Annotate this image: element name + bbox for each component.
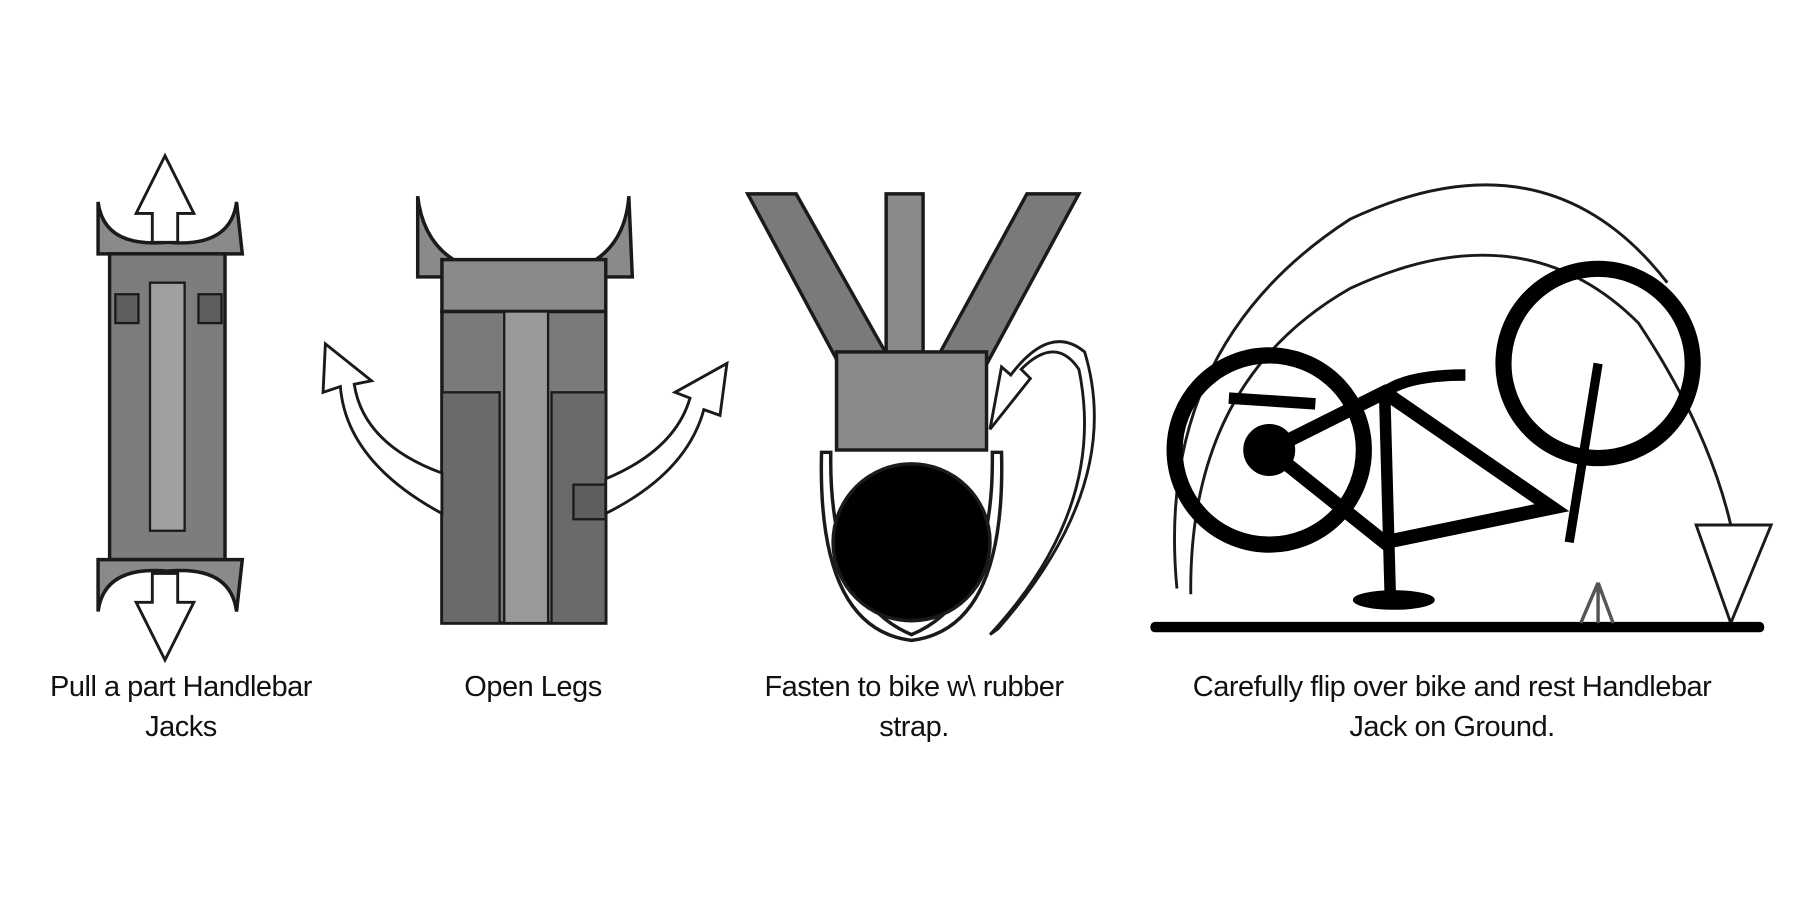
step3-fastened-jack	[744, 192, 1082, 643]
caption-line: Pull a part Handlebar	[50, 671, 312, 703]
caption-line: Jacks	[145, 711, 217, 743]
caption-line: Carefully flip over bike and rest Handle…	[1192, 671, 1712, 703]
step1-caption: Pull a part Handlebar Jacks	[50, 667, 312, 747]
step2-caption: Open Legs	[464, 667, 602, 707]
open-legs-arrows-icon	[321, 340, 729, 516]
step2-open-jack	[415, 195, 635, 625]
step4-caption: Carefully flip over bike and rest Handle…	[1193, 667, 1712, 747]
pull-apart-arrows-icon	[133, 152, 197, 664]
strap-wrap-arrow-icon	[988, 340, 1096, 636]
caption-line: Fasten to bike w\ rubber	[764, 671, 1064, 703]
caption-line: strap.	[879, 711, 949, 743]
caption-line: Jack on Ground.	[1349, 711, 1555, 743]
bike-silhouette	[1166, 260, 1701, 610]
ground-line	[1150, 621, 1765, 633]
step1-closed-jack	[96, 201, 245, 612]
handlebar-jack-on-ground	[1579, 582, 1615, 624]
step3-caption: Fasten to bike w\ rubber strap.	[764, 667, 1064, 747]
caption-line: Open Legs	[464, 671, 602, 703]
